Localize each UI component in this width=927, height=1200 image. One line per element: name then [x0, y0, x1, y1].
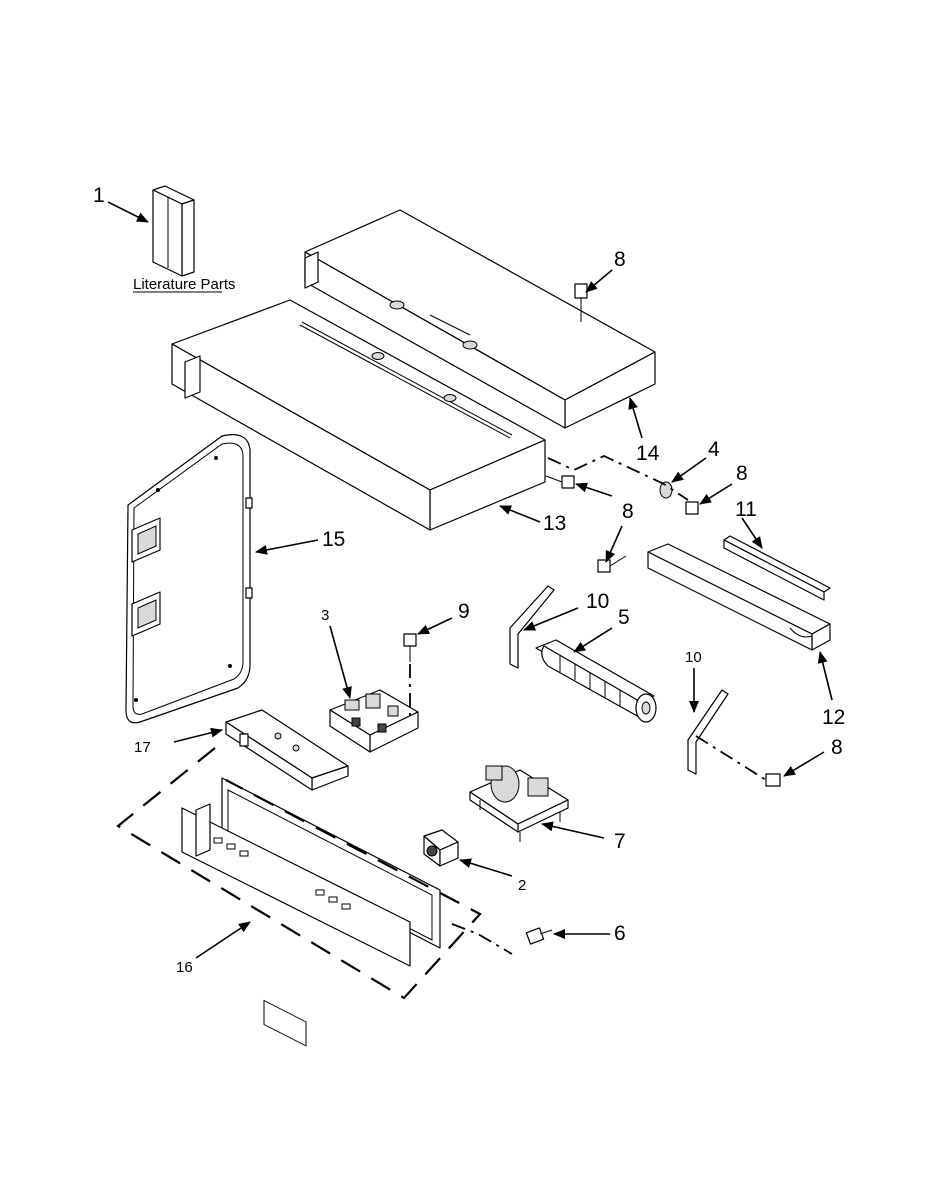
upper-top-panel — [304, 209, 656, 429]
screw-9 — [403, 633, 417, 662]
rail-bracket — [647, 543, 831, 651]
screw-8-left — [545, 475, 575, 489]
callout-8-bottom: 8 — [831, 736, 843, 759]
callout-2: 2 — [518, 877, 526, 894]
callout-7: 7 — [614, 830, 626, 853]
control-board — [329, 689, 419, 753]
screw-8-bottom — [765, 773, 781, 787]
callout-13: 13 — [543, 512, 566, 535]
callout-6: 6 — [614, 922, 626, 945]
control-bracket — [225, 709, 349, 791]
screw-6 — [525, 927, 553, 945]
callout-9: 9 — [458, 600, 470, 623]
blower-fan — [535, 639, 657, 723]
leader-arrows — [107, 201, 833, 959]
callout-8-middle: 8 — [622, 500, 634, 523]
callout-14: 14 — [636, 442, 660, 465]
callout-5: 5 — [618, 606, 630, 629]
callout-11: 11 — [735, 498, 757, 521]
callout-10-right: 10 — [685, 649, 702, 666]
callout-8-top: 8 — [614, 248, 626, 271]
callout-16: 16 — [176, 959, 193, 976]
bracket-10-right — [687, 689, 729, 775]
callout-3: 3 — [321, 607, 329, 624]
callout-12: 12 — [822, 706, 845, 729]
callout-17: 17 — [134, 739, 151, 756]
literature-caption: Literature Parts — [133, 276, 236, 293]
side-panel — [125, 434, 253, 724]
assembly-outline — [116, 747, 482, 1000]
lower-top-panel — [171, 299, 546, 531]
callout-8-right: 8 — [736, 462, 748, 485]
callout-1: 1 — [93, 184, 105, 207]
callout-10-left: 10 — [586, 590, 609, 613]
screw-8-top — [574, 283, 588, 322]
gasket-strip — [723, 535, 831, 601]
screw-8-middle — [597, 555, 627, 573]
screw-8-right — [685, 501, 699, 515]
callout-15: 15 — [322, 528, 345, 551]
power-board — [469, 765, 569, 842]
literature-booklet — [152, 185, 195, 277]
sensor — [423, 829, 459, 867]
control-panel — [181, 777, 441, 1047]
callout-4: 4 — [708, 438, 720, 461]
bracket-10-left — [509, 585, 555, 669]
